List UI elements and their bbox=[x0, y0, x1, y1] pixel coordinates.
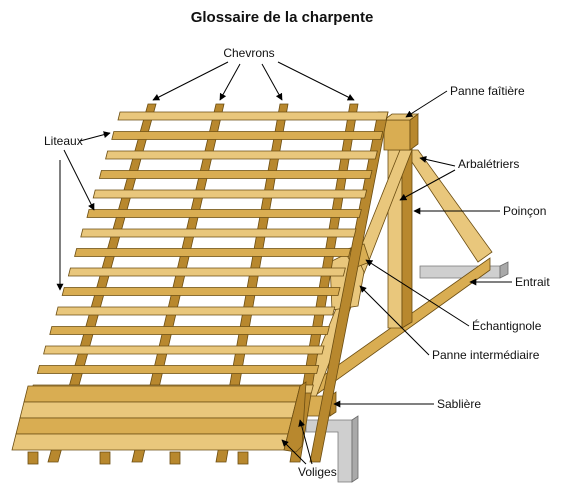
label-sabliere: Sablière bbox=[437, 397, 481, 411]
batten-3 bbox=[105, 150, 378, 160]
batten-8 bbox=[74, 248, 352, 257]
batten-5 bbox=[92, 189, 368, 199]
batten-1 bbox=[117, 111, 389, 121]
panne-faitiere-block bbox=[383, 119, 411, 151]
arbaletrier-right bbox=[403, 149, 493, 263]
label-panne-faitiere: Panne faîtière bbox=[450, 84, 525, 98]
label-voliges: Voliges bbox=[298, 465, 337, 479]
batten-14 bbox=[36, 365, 320, 374]
batten-2 bbox=[111, 131, 384, 140]
batten-7 bbox=[80, 228, 357, 238]
gable-truss bbox=[297, 113, 493, 417]
label-entrait: Entrait bbox=[515, 275, 550, 289]
label-panne-intermediaire: Panne intermédiaire bbox=[432, 348, 540, 362]
label-liteaux: Liteaux bbox=[44, 134, 83, 148]
callouts: Chevrons Panne faîtière Liteaux Arbalétr… bbox=[44, 46, 550, 479]
batten-4 bbox=[98, 170, 373, 179]
label-chevrons: Chevrons bbox=[223, 46, 274, 60]
batten-12 bbox=[49, 326, 330, 335]
voliges-boards bbox=[11, 381, 307, 465]
batten-10 bbox=[61, 287, 341, 296]
batten-9 bbox=[67, 267, 346, 277]
label-echantignole: Échantignole bbox=[472, 318, 542, 333]
diagram-title: Glossaire de la charpente bbox=[191, 9, 374, 26]
batten-11 bbox=[55, 306, 336, 316]
label-arbaletriers: Arbalétriers bbox=[458, 157, 519, 171]
batten-6 bbox=[86, 209, 362, 218]
label-poincon: Poinçon bbox=[503, 204, 546, 218]
batten-13 bbox=[43, 345, 325, 355]
